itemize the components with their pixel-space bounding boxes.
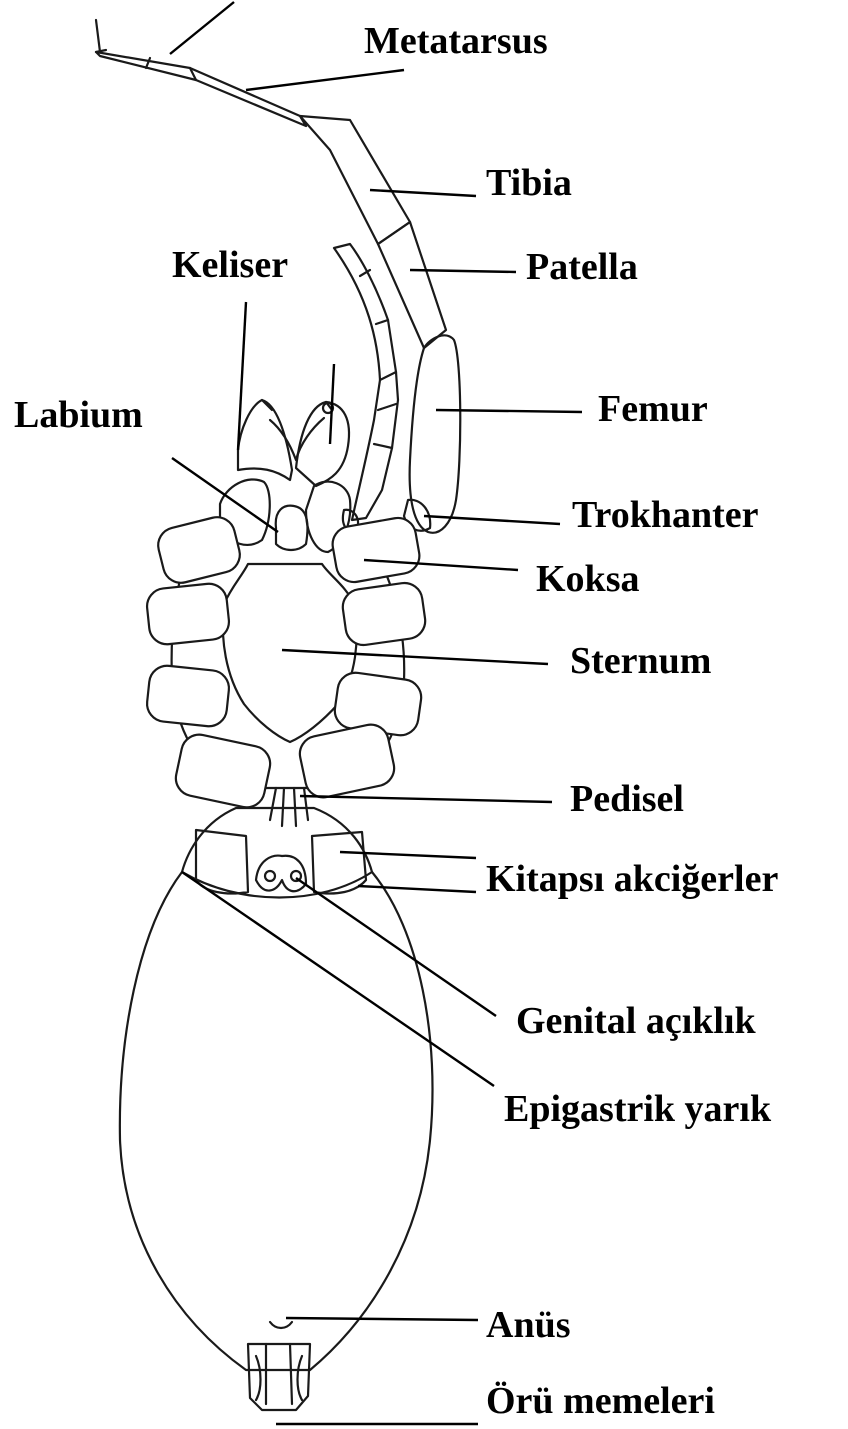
label-sternum: Sternum (570, 642, 711, 680)
coxae-left (145, 513, 273, 810)
genital-opening (256, 856, 306, 892)
label-keliser: Keliser (172, 246, 288, 284)
spinnerets (248, 1344, 310, 1410)
label-labium: Labium (14, 396, 143, 434)
label-anus: Anüs (486, 1306, 571, 1344)
anus (270, 1322, 292, 1328)
coxae-right (297, 515, 428, 801)
label-genital-aciklik: Genital açıklık (516, 1002, 756, 1040)
opisthosoma (120, 808, 433, 1370)
leg-patella (378, 222, 446, 348)
label-oru-memeleri: Örü memeleri (486, 1382, 715, 1420)
label-epigastrik-yarik: Epigastrik yarık (504, 1090, 771, 1128)
label-patella: Patella (526, 248, 638, 286)
maxillae (220, 479, 350, 552)
leg-tibia (300, 116, 410, 244)
leg-distal-segments (96, 20, 306, 126)
label-pedisel: Pedisel (570, 780, 684, 818)
leg-femur (410, 335, 461, 532)
label-metatarsus: Metatarsus (364, 22, 548, 60)
label-trokhanter: Trokhanter (572, 496, 759, 534)
book-lungs (196, 830, 366, 894)
labium (276, 506, 308, 550)
label-kitapsi-akcigerler: Kitapsı akciğerler (486, 860, 778, 898)
label-femur: Femur (598, 390, 708, 428)
label-tibia: Tibia (486, 164, 572, 202)
label-koksa: Koksa (536, 560, 639, 598)
